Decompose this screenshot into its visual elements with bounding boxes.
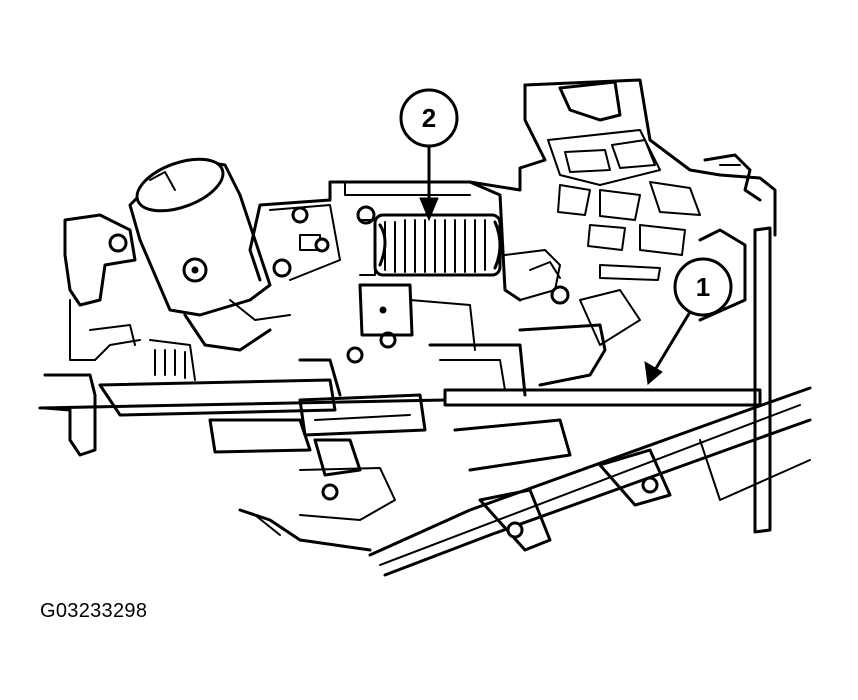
lower-rail bbox=[368, 386, 812, 577]
callout-2-label: 2 bbox=[422, 103, 436, 133]
left-bracket bbox=[43, 213, 196, 457]
callout-2: 2 bbox=[399, 88, 459, 222]
figure-id-label: G03233298 bbox=[40, 600, 148, 622]
housing-structure bbox=[248, 78, 777, 346]
callout-1: 1 bbox=[644, 257, 733, 385]
lock-cylinder bbox=[128, 157, 291, 352]
center-block bbox=[358, 249, 570, 351]
l-shaped-tool bbox=[443, 226, 772, 534]
column-shaft-assembly bbox=[38, 323, 607, 552]
housing-bolts bbox=[272, 205, 397, 364]
callout-1-label: 1 bbox=[696, 272, 710, 302]
spring bbox=[359, 213, 502, 277]
